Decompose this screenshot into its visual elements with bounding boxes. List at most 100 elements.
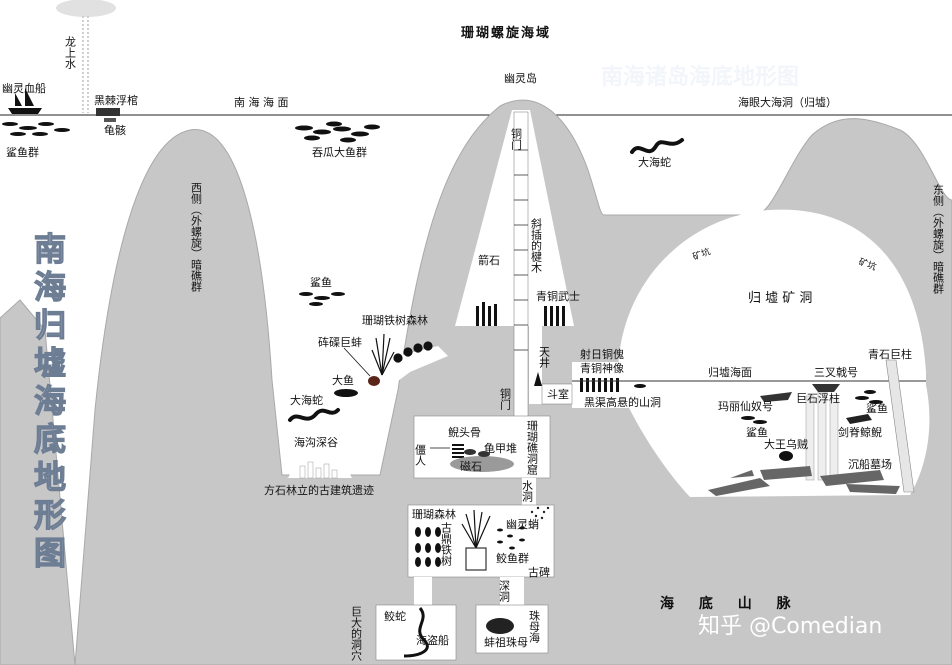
- sea-snake-icon: [630, 138, 684, 154]
- giant-cave-shaft: [414, 577, 432, 607]
- label-mother-pearl: 珠母海: [528, 609, 541, 644]
- label-big-snake-left: 大海蛇: [290, 393, 323, 407]
- bronze-warriors-icon: [544, 306, 565, 326]
- jiao-fish-icon: [497, 526, 525, 550]
- label-arrow-stone: 箭石: [478, 253, 500, 267]
- label-coral-cave: 珊瑚礁洞窟: [526, 420, 539, 476]
- label-sword-whale: 剑脊鲸鲵: [838, 425, 882, 439]
- label-fish-skull: 鲵头骨: [448, 425, 481, 439]
- label-stone-ruins: 方石林立的古建筑遗迹: [264, 483, 374, 497]
- label-dou-room: 斗室: [547, 387, 569, 401]
- label-bronze-gate-low: 铜门: [499, 387, 512, 411]
- label-ancient-tree: 古鼎铁树: [440, 522, 453, 567]
- bronze-statue-icon: [580, 378, 646, 392]
- label-west-reef: 西侧（外螺旋）暗礁群: [190, 182, 203, 292]
- cave-snake-icon: [403, 607, 429, 658]
- turtle-pile-icon: [464, 449, 490, 457]
- watermark: 知乎 @Comedian: [698, 614, 882, 639]
- label-deep-cave: 深洞: [498, 580, 511, 602]
- label-sea-snake-cave: 鲛蛇: [384, 609, 406, 623]
- label-stone-pillar: 巨石浮柱: [796, 391, 840, 405]
- label-turtle-pile: 龟甲堆: [484, 442, 517, 455]
- coral-forest-icon: [415, 527, 441, 567]
- label-coral-forest: 珊瑚森林: [412, 507, 456, 521]
- big-fish-icon: [334, 389, 358, 397]
- label-turtle-skull: 龟骸: [104, 124, 126, 137]
- label-east-reef: 东侧（外螺旋）暗礁群: [932, 184, 945, 294]
- clam-mother-icon: [486, 618, 514, 634]
- label-cyan-pillar: 青石巨柱: [868, 347, 912, 361]
- shark-right-icon: [855, 390, 883, 404]
- clam-icon: [368, 376, 380, 386]
- label-bronze-warriors: 青铜武士: [536, 289, 580, 303]
- sword-whale-icon: [846, 414, 872, 424]
- label-wreck: 沉船墓场: [848, 457, 892, 471]
- map-title: 珊瑚螺旋海域: [461, 25, 551, 41]
- coral-tree-icon: [371, 333, 433, 376]
- label-shoot-sun: 射日铜傀: [580, 347, 624, 361]
- central-shaft: [513, 111, 529, 418]
- label-clam-mother: 蚌祖珠母: [484, 635, 528, 649]
- label-skylight: 天井: [538, 346, 551, 369]
- label-dragon-water: 龙上水: [64, 36, 77, 69]
- oblique-wood-rungs: [514, 149, 528, 351]
- label-ancient-stele: 古碑: [528, 566, 550, 579]
- label-swallow-fish: 吞瓜大鱼群: [312, 145, 367, 159]
- label-ghost-island: 幽灵岛: [504, 71, 537, 85]
- label-magnet: 磁石: [460, 460, 482, 473]
- arrow-stone-icon: [476, 302, 497, 326]
- side-title: 南海归墟海底地形图: [29, 232, 67, 574]
- water-cave-shaft: [522, 478, 536, 508]
- label-shark-mid: 鲨鱼: [310, 275, 332, 289]
- label-shark-group: 鲨鱼群: [6, 145, 39, 159]
- label-ghost-jelly: 幽灵蛸: [506, 517, 539, 531]
- giant-cave-chamber: [375, 604, 457, 661]
- skylight-figure-icon: [534, 372, 542, 386]
- label-mary: 玛丽仙奴号: [718, 399, 773, 413]
- sancha-ship-icon: [812, 384, 840, 392]
- guixu-cavern: [618, 209, 926, 372]
- label-big-fish: 大鱼: [332, 373, 354, 387]
- waterspout-icon: [56, 0, 116, 113]
- ghost-jelly-icon: [530, 506, 550, 520]
- label-clam: 砗磲巨蚌: [318, 335, 362, 349]
- deep-cave-shaft: [500, 577, 524, 607]
- ruins-icon: [299, 461, 338, 479]
- stone-pillar-icon: [805, 391, 839, 481]
- label-sea-surface: 南 海 海 面: [234, 95, 289, 109]
- label-shark-low: 鲨鱼: [746, 425, 768, 439]
- swallow-fish-icon: [295, 121, 380, 143]
- label-guixu-mine: 归 墟 矿 洞: [748, 291, 812, 306]
- label-guixu-surface: 归墟海面: [708, 365, 752, 379]
- label-jiao-fish: 鲛鱼群: [496, 551, 529, 565]
- seafloor-farleft: [0, 299, 76, 665]
- fish-skull-icon: [452, 444, 464, 458]
- label-big-snake-top: 大海蛇: [638, 155, 671, 169]
- label-trench-valley: 海沟深谷: [294, 435, 338, 449]
- shark-mid-icon: [299, 292, 345, 306]
- octopus-icon: [779, 451, 793, 461]
- label-shark-right: 鲨鱼: [866, 401, 888, 415]
- dou-room: [541, 383, 573, 405]
- ghost-ship-icon: [8, 88, 42, 114]
- coral-ledge: [372, 346, 448, 396]
- guixu-cavern-lower: [618, 372, 930, 497]
- shark-group-icon: [2, 122, 70, 136]
- label-pirate-ship: 海盗船: [416, 633, 449, 647]
- shark-low-icon: [741, 416, 767, 424]
- label-sea-eye: 海眼大海洞（归墟）: [738, 95, 837, 109]
- label-octopus: 大王乌贼: [764, 437, 808, 451]
- label-bronze-gate-top: 铜门: [510, 127, 523, 151]
- label-bronze-statue: 青铜神像: [580, 361, 624, 375]
- label-coral-iron-forest: 珊瑚铁树森林: [362, 313, 428, 327]
- label-water-cave: 水洞: [521, 480, 534, 502]
- magnet-stone-icon: [450, 456, 514, 472]
- sea-snake-left-icon: [288, 408, 340, 422]
- mary-ship-icon: [760, 392, 792, 402]
- cyan-pillar-icon: [885, 359, 915, 493]
- label-ghost-ship: 幽灵血船: [2, 81, 46, 95]
- coffin-icon: [96, 108, 120, 122]
- label-sancha: 三叉戟号: [814, 366, 858, 379]
